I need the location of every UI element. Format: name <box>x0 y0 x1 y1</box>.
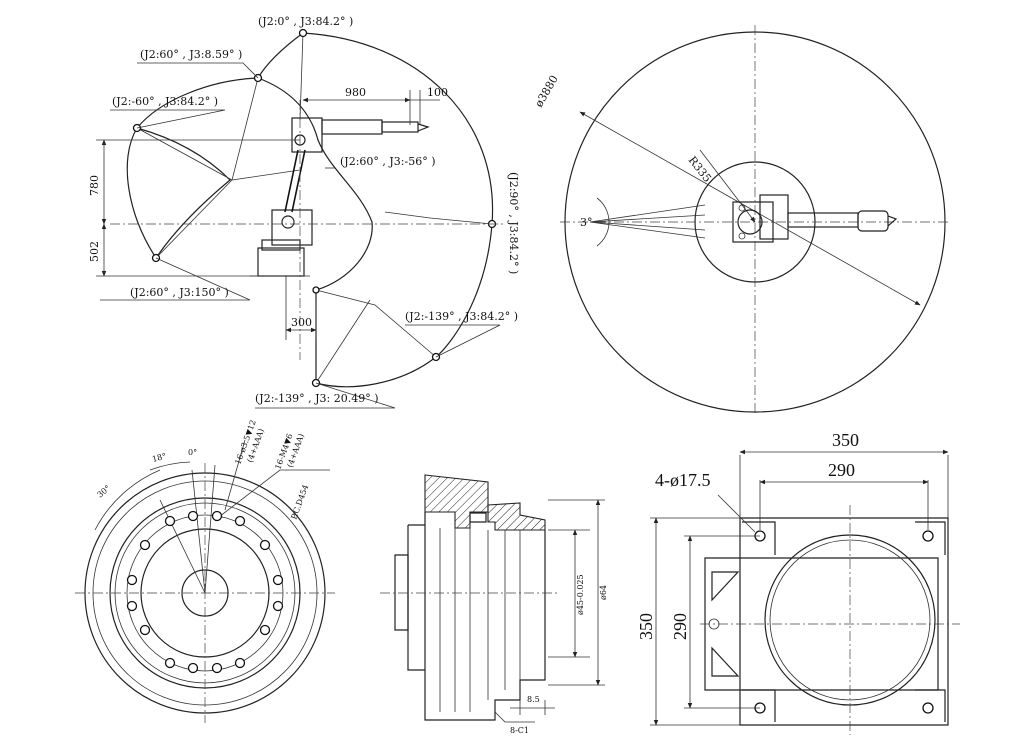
dim-height-upper: 780 <box>88 175 101 196</box>
pose-label-j2-60-j3-neg56: (J2:60° , J3:-56° ) <box>340 155 436 168</box>
flange-front-view: 30° 18° 0° 16-ø3.5▼12 (4+AAA) 16-M4▼6 (4… <box>75 419 335 723</box>
pose-label-j2-neg60: (J2:-60° , J3:84.2° ) <box>112 95 218 108</box>
base-holes: 4-ø17.5 <box>655 470 711 490</box>
base-outer-width: 350 <box>832 430 859 450</box>
pose-label-j2-60-j3-859: (J2:60° , J3:8.59° ) <box>140 48 242 61</box>
base-inner-height: 290 <box>670 613 690 640</box>
pose-label-j2-neg139-j3-2049: (J2:-139° , J3: 20.49° ) <box>255 392 379 405</box>
base-inner-width: 290 <box>828 460 855 480</box>
base-outer-height: 350 <box>636 613 656 640</box>
robot-side-silhouette <box>250 117 430 277</box>
side-view-envelope: (J2:0° , J3:84.2° ) (J2:60° , J3:8.59° )… <box>88 15 520 409</box>
pose-label-j2-0: (J2:0° , J3:84.2° ) <box>258 15 353 28</box>
flange-angle-18: 18° <box>151 452 167 464</box>
pose-label-j2-90: (J2:90° , J3:84.2° ) <box>507 172 520 274</box>
flange-bolt-holes <box>126 510 284 674</box>
flange-angle-30: 30° <box>96 484 113 500</box>
pose-label-j2-60-j3-150: (J2:60° , J3:150° ) <box>130 286 229 299</box>
top-angle: 3° <box>580 216 593 229</box>
top-view: ø3880 R335 3° <box>532 25 950 415</box>
base-plate-view: 350 290 350 290 4-ø17.5 <box>636 430 960 735</box>
dim-reach-horizontal: 980 <box>345 86 366 99</box>
flange-pcd: P.C.D454 <box>289 483 310 520</box>
dim-height-lower: 502 <box>88 241 101 262</box>
flange-angle-0: 0° <box>188 448 197 457</box>
section-od: ø64 <box>599 585 608 600</box>
robot-top-silhouette <box>732 194 898 243</box>
dim-base-offset: 300 <box>291 316 312 329</box>
section-bore: ø45-0.025 <box>576 574 585 615</box>
dim-flange: 100 <box>427 86 448 99</box>
pose-label-j2-neg139-j3-842: (J2:-139° , J3:84.2° ) <box>405 310 518 323</box>
section-view: ø45-0.025 ø64 8.5 8-C1 <box>380 474 608 735</box>
section-chamfer: 8-C1 <box>510 726 529 735</box>
top-outer-diameter: ø3880 <box>532 73 561 109</box>
section-depth: 8.5 <box>527 695 540 704</box>
